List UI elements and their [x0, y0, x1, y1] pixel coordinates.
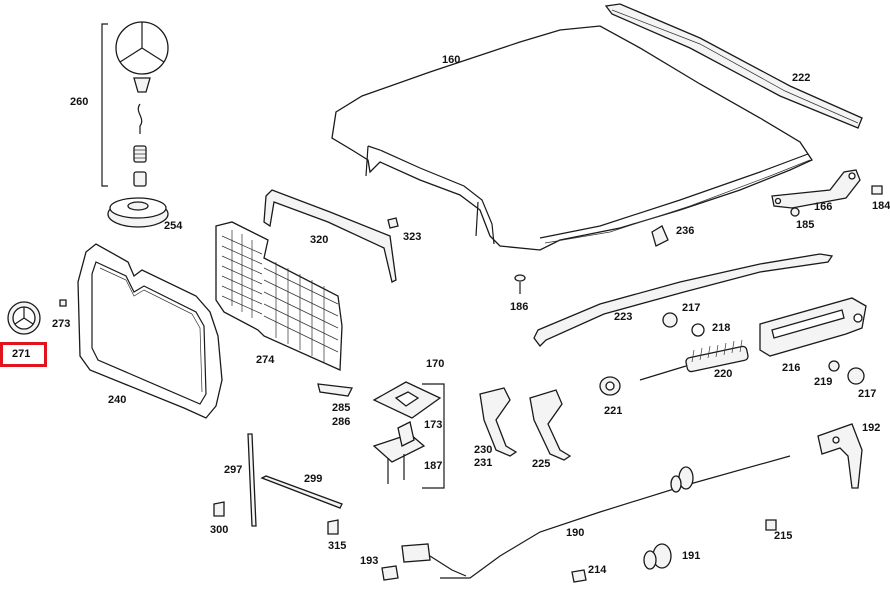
label-231: 231: [474, 457, 493, 469]
highlight-box-271: [0, 342, 47, 367]
radiator-badge-271: [7, 301, 41, 335]
label-186: 186: [510, 301, 529, 313]
label-219: 219: [814, 376, 833, 388]
label-236: 236: [676, 225, 695, 237]
nut-184: [871, 185, 883, 195]
grommet-191: [643, 543, 672, 570]
label-285: 285: [332, 402, 351, 414]
linkage-216: [759, 297, 867, 357]
washer-218: [691, 323, 705, 337]
label-274: 274: [256, 354, 275, 366]
emblem-base-254: [107, 197, 169, 228]
label-320: 320: [310, 234, 329, 246]
label-300: 300: [210, 524, 229, 536]
clip-300: [213, 501, 225, 517]
label-240: 240: [108, 394, 127, 406]
clip-219: [828, 360, 840, 372]
clip-193: [381, 565, 399, 581]
label-214: 214: [588, 564, 607, 576]
label-191: 191: [682, 550, 701, 562]
hood-catch-230: [479, 387, 518, 457]
label-184: 184: [872, 200, 890, 212]
seal-320: [263, 189, 397, 283]
label-192: 192: [862, 422, 881, 434]
lock-187: [372, 421, 426, 484]
label-225: 225: [532, 458, 551, 470]
label-215: 215: [774, 530, 793, 542]
screw-186: [514, 274, 526, 294]
label-273: 273: [52, 318, 71, 330]
grille-frame-240: [77, 243, 223, 419]
label-166: 166: [814, 201, 833, 213]
label-230: 230: [474, 444, 493, 456]
label-170: 170: [426, 358, 445, 370]
bolt-217b: [847, 367, 865, 385]
label-315: 315: [328, 540, 347, 552]
release-cable-190: [440, 455, 791, 579]
label-271: 271: [12, 348, 31, 360]
label-297: 297: [224, 464, 243, 476]
label-222: 222: [792, 72, 811, 84]
support-223: [533, 253, 834, 347]
label-299: 299: [304, 473, 323, 485]
label-218: 218: [712, 322, 731, 334]
strip-297: [247, 433, 257, 527]
label-190: 190: [566, 527, 585, 539]
nut-217a: [662, 312, 678, 328]
cable-grommet: [670, 466, 694, 493]
strip-299: [260, 475, 343, 509]
hood-seal-strip-222: [604, 3, 863, 129]
label-216: 216: [782, 362, 801, 374]
clip-236: [651, 225, 669, 247]
label-220: 220: [714, 368, 733, 380]
label-286: 286: [332, 416, 351, 428]
label-223: 223: [614, 311, 633, 323]
bracket-170: [422, 383, 445, 489]
label-260: 260: [70, 96, 89, 108]
grille-insert-274: [215, 221, 343, 371]
clip-285: [317, 383, 353, 397]
clip-315: [327, 519, 339, 535]
release-lever-192: [817, 423, 863, 489]
label-187: 187: [424, 460, 443, 472]
label-217-bottom: 217: [858, 388, 877, 400]
screw-215: [765, 519, 777, 531]
label-185: 185: [796, 219, 815, 231]
hood-catch-225: [529, 389, 572, 461]
label-173: 173: [424, 419, 443, 431]
hood-160: [331, 25, 813, 251]
spring-220: [639, 339, 749, 381]
label-160: 160: [442, 54, 461, 66]
clip-214: [571, 569, 587, 583]
clip-273: [59, 299, 67, 307]
label-193: 193: [360, 555, 379, 567]
label-217-top: 217: [682, 302, 701, 314]
lock-plate-173: [372, 381, 442, 419]
label-221: 221: [604, 405, 623, 417]
label-254: 254: [164, 220, 183, 232]
hinge-bracket-166: [771, 169, 861, 209]
star-emblem-assembly-260: [101, 21, 169, 187]
grommet-221: [599, 376, 621, 396]
clip-323: [387, 217, 399, 229]
label-323: 323: [403, 231, 422, 243]
washer-185: [790, 207, 800, 217]
cable-end-fitting: [401, 543, 431, 563]
